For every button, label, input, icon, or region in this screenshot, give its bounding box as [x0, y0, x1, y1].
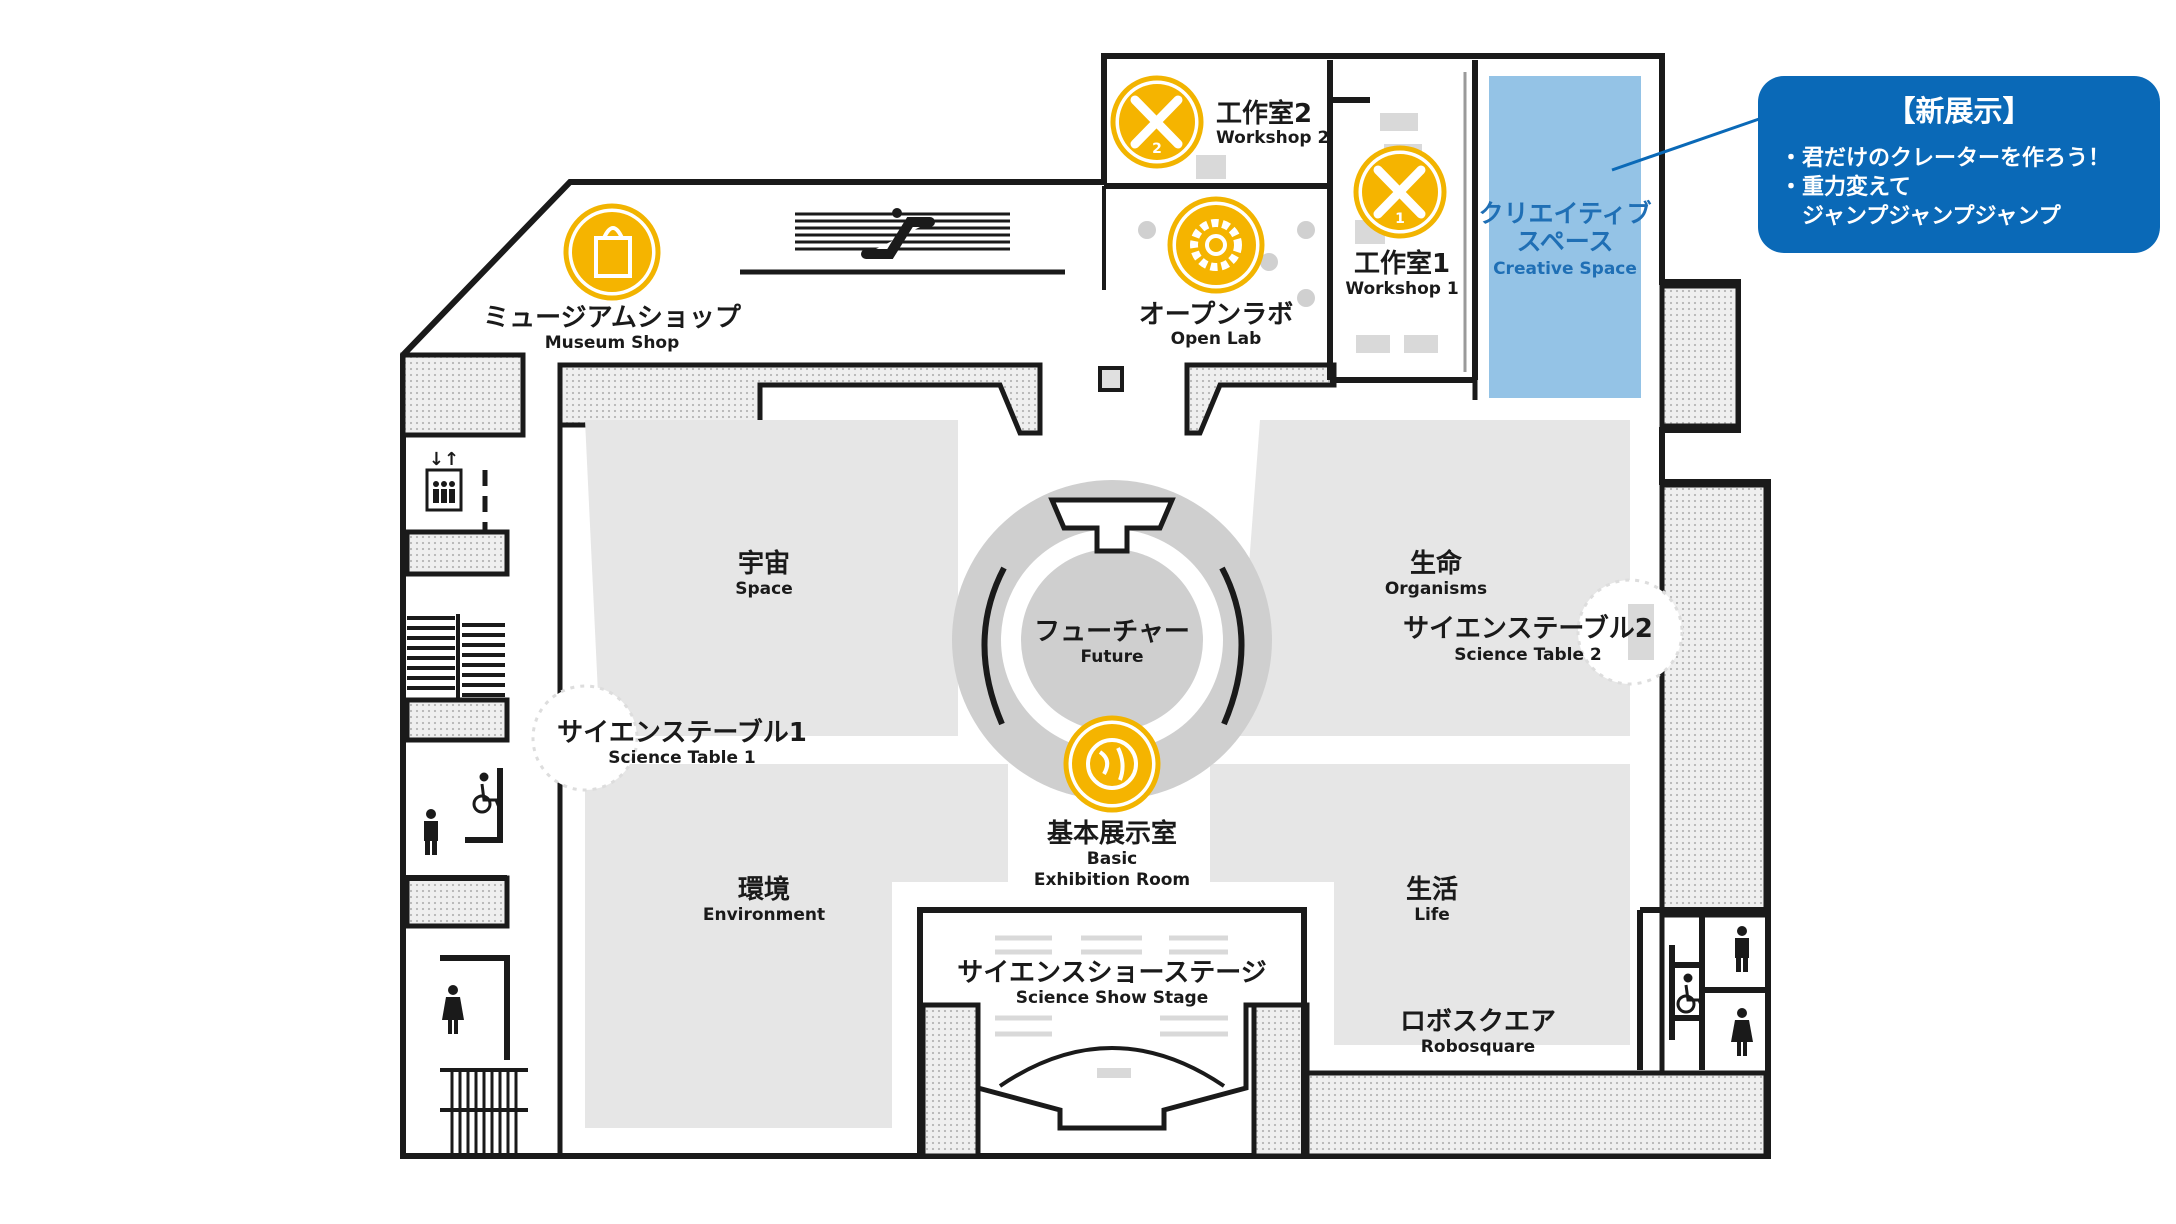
museum-shop-label: ミュージアムショップ	[483, 303, 742, 333]
open-lab-label: オープンラボ	[1139, 300, 1293, 330]
callout-line-1: ・君だけのクレーターを作ろう！	[1780, 146, 2111, 171]
stage-side-left	[920, 1002, 981, 1159]
workshop2-wall	[1104, 60, 1478, 383]
life-label: 生活	[1406, 875, 1458, 905]
basic-exhibition-label-en-1: Basic	[1087, 849, 1137, 869]
stair-hatch-top	[404, 529, 510, 577]
restroom-man-icon	[424, 809, 438, 855]
creative-space-label-2: スペース	[1516, 227, 1613, 256]
left-service-strip	[400, 352, 526, 438]
basic-exhibition-globe-icon	[1063, 715, 1161, 813]
science-table-1-label-en: Science Table 1	[608, 748, 755, 768]
workshop-2-tools-icon: 2	[1110, 75, 1204, 169]
open-lab-seats	[1138, 221, 1315, 307]
creative-space-area	[1489, 76, 1641, 398]
workshop-2-label: 工作室2	[1216, 98, 1312, 129]
callout-line-2: ・重力変えて	[1780, 175, 1911, 200]
bottom-right-strip	[1304, 1070, 1769, 1159]
open-lab-gear-icon	[1167, 196, 1265, 294]
creative-space-label-en: Creative Space	[1493, 259, 1637, 279]
open-lab-label-en: Open Lab	[1171, 329, 1262, 349]
stage-platform	[966, 1002, 1260, 1131]
wheelchair-icon-right	[1676, 973, 1705, 1014]
science-table-1-area	[531, 684, 639, 792]
science-show-stage-label-en: Science Show Stage	[1016, 988, 1209, 1008]
future-core	[1021, 549, 1203, 731]
robosquare-label-en: Robosquare	[1421, 1037, 1535, 1057]
creative-space-label-1: クリエイティブ	[1478, 199, 1651, 228]
future-gate	[1048, 497, 1176, 554]
svg-text:1: 1	[1395, 211, 1405, 227]
science-table-2-label: サイエンステーブル2	[1403, 613, 1653, 644]
workshop-1-label: 工作室1	[1354, 248, 1450, 279]
escalator	[740, 208, 1065, 275]
stage-wall	[917, 907, 1307, 1156]
outer-wall	[400, 53, 1771, 1159]
restroom-woman-icon-right	[1731, 1008, 1753, 1056]
basic-exhibition-label-en-2: Exhibition Room	[1034, 870, 1190, 890]
zone-space	[585, 420, 958, 736]
restroom-man-icon-right	[1735, 926, 1749, 972]
left-toilet-walls	[403, 768, 510, 1060]
museum-shop-label-en: Museum Shop	[545, 333, 680, 353]
zone-environment	[585, 764, 1008, 1128]
stage-arc	[998, 1046, 1226, 1088]
science-table-2-label-en: Science Table 2	[1454, 645, 1601, 665]
zone-organisms	[1236, 420, 1630, 736]
workshop-1-label-en: Workshop 1	[1345, 279, 1458, 299]
future-label: フューチャー	[1034, 617, 1190, 647]
future-label-en: Future	[1080, 647, 1143, 667]
svg-text:2: 2	[1152, 141, 1162, 157]
elevator-icon: ↓↑	[425, 449, 463, 512]
stair-hatch-mid	[404, 697, 510, 743]
science-table-1-label: サイエンステーブル1	[557, 717, 807, 748]
workshop-1-tools-icon: 1	[1353, 145, 1447, 239]
stage-seating	[995, 935, 1228, 1037]
space-label: 宇宙	[738, 548, 790, 579]
exit-stairs	[440, 1068, 528, 1154]
environment-label: 環境	[738, 874, 790, 905]
restroom-hatch	[404, 875, 510, 929]
stairs	[407, 614, 505, 700]
environment-label-en: Environment	[703, 905, 825, 925]
organisms-label: 生命	[1410, 548, 1463, 579]
zone-life	[1210, 764, 1630, 1045]
workshop-2-label-en: Workshop 2	[1216, 128, 1329, 148]
robosquare-label: ロボスクエア	[1400, 1007, 1556, 1037]
escalator-icon	[861, 217, 935, 259]
basic-exhibition-label: 基本展示室	[1047, 818, 1177, 849]
callout-line-3: ジャンプジャンプジャンプ	[1780, 204, 2061, 229]
right-toilet-walls	[1637, 907, 1768, 1070]
svg-text:↓↑: ↓↑	[429, 449, 459, 470]
future-wall-right	[1219, 566, 1245, 726]
future-wall-left	[981, 566, 1007, 726]
space-label-en: Space	[735, 579, 793, 599]
callout-lines: ・君だけのクレーターを作ろう！ ・重力変えて ジャンプジャンプジャンプ	[1780, 144, 2110, 231]
callout-title: 【新展示】	[1886, 94, 2032, 128]
science-show-stage-label: サイエンスショーステージ	[957, 958, 1266, 988]
restroom-woman-icon	[442, 985, 464, 1034]
pillar	[1098, 366, 1124, 392]
callout-pointer	[1611, 116, 1763, 172]
organisms-label-en: Organisms	[1385, 579, 1487, 599]
wheelchair-icon	[472, 772, 502, 814]
new-exhibit-callout: 【新展示】 ・君だけのクレーターを作ろう！ ・重力変えて ジャンプジャンプジャン…	[1758, 76, 2160, 253]
right-service-strip	[1659, 482, 1769, 918]
upper-inner-wall-right	[1184, 362, 1337, 436]
life-label-en: Life	[1414, 905, 1450, 925]
stage-side-right	[1251, 1002, 1310, 1159]
museum-shop-bag-icon	[563, 203, 661, 301]
right-top-strip	[1659, 283, 1741, 429]
